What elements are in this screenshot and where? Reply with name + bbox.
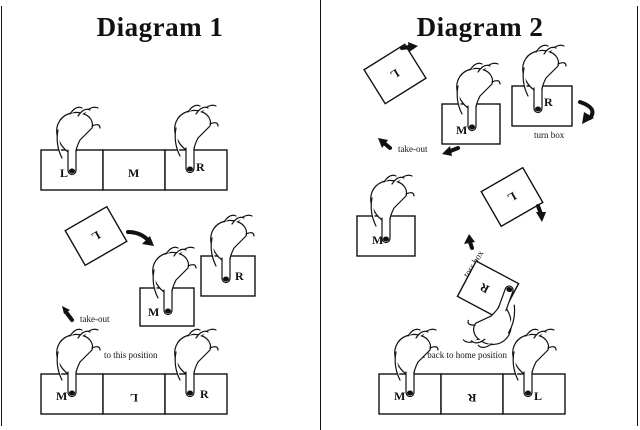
d1-curved-arrow-head: [142, 236, 154, 246]
d2-turn-box-caption: turn box: [534, 130, 565, 140]
d1-take-out-arrow-head: [62, 306, 70, 314]
d2-toss-up-arrow: [468, 240, 474, 250]
d1-right-r-letter: R: [235, 269, 244, 283]
d2-middle: M L toss box R: [356, 166, 546, 356]
d2-bottom-middle-letter: R: [467, 391, 476, 405]
d1-curved-arrow: [126, 230, 150, 242]
d2-r-letter-top: R: [544, 95, 553, 109]
diagram-1: L M R L M R: [40, 104, 256, 415]
d1-bottom-middle-letter: L: [130, 391, 138, 405]
d1-bottom-row: to this position M L R: [40, 328, 228, 415]
d1-top-right-letter: R: [196, 160, 205, 174]
outer-frame-left: [1, 6, 2, 426]
d1-top-row: L M R: [40, 104, 228, 191]
outer-frame-right: [637, 6, 638, 426]
d2-turn-arrow-head: [582, 112, 594, 124]
d1-bottom-right-letter: R: [200, 387, 209, 401]
d2-bottom-right-box: [502, 373, 566, 415]
d2-down-arrow-head: [536, 212, 546, 222]
d2-toss-up-arrow-head: [464, 234, 475, 244]
d2-bottom-middle-box: [440, 373, 504, 415]
d1-tossed-l-box: L: [64, 205, 128, 267]
d1-top-middle-box: [102, 149, 166, 191]
d1-top-left-letter: L: [60, 166, 68, 180]
d2-bottom-row: and back to home position M R L: [378, 328, 566, 415]
d1-take-out-arrow: [64, 310, 74, 322]
d2-back-home-caption: and back to home position: [412, 350, 507, 360]
d2-top-small-arrow-head: [408, 42, 418, 52]
d2-take-out-small-arrow-head: [442, 146, 452, 156]
d1-middle-m-letter: M: [148, 305, 159, 319]
d1-middle: L M R take-out: [62, 205, 256, 327]
d1-top-middle-letter: M: [128, 166, 139, 180]
d1-bottom-right-box: [164, 373, 228, 415]
diagram-2-title: Diagram 2: [416, 12, 544, 42]
d2-m-letter-top: M: [456, 123, 467, 137]
d2-tossed-l-box: L: [363, 43, 427, 105]
d2-take-out-arrow-head: [378, 138, 388, 148]
d1-top-right-box: [164, 149, 228, 191]
d2-bottom-left-letter: M: [394, 389, 405, 403]
d1-to-this-position-caption: to this position: [104, 350, 158, 360]
d1-bottom-left-letter: M: [56, 389, 67, 403]
diagram-2: L M R turn box take-out: [356, 42, 595, 415]
d1-take-out-caption: take-out: [80, 314, 110, 324]
diagram-1-title: Diagram 1: [96, 12, 224, 42]
panel-divider: [320, 0, 321, 430]
d2-flying-l-box: L: [480, 166, 544, 228]
d2-bottom-right-letter: L: [534, 389, 542, 403]
d2-take-out-caption: take-out: [398, 144, 428, 154]
d2-top: L M R turn box take-out: [363, 42, 595, 156]
d2-m-letter-middle: M: [372, 233, 383, 247]
